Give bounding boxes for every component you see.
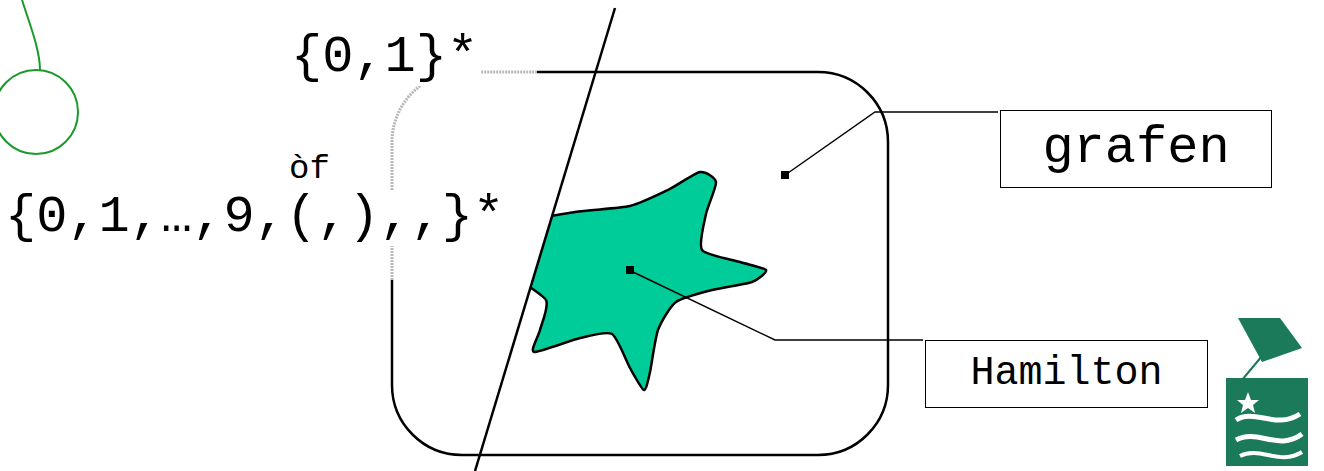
leader-dot <box>626 266 634 274</box>
leader-line <box>633 272 923 340</box>
set-notation: òf <box>286 150 333 188</box>
box-label: grafen <box>1042 123 1229 175</box>
label-box: grafen <box>1000 110 1272 188</box>
figure-head <box>0 70 78 154</box>
box-label: Hamilton <box>970 354 1162 394</box>
hamilton-region <box>509 172 766 390</box>
label-box: Hamilton <box>925 340 1208 408</box>
logo <box>1226 318 1308 466</box>
figure-outline <box>22 0 40 70</box>
leader-line <box>788 112 998 173</box>
graph-set-mask <box>392 72 537 280</box>
graph-set-faded <box>392 72 537 280</box>
leader-dot <box>781 171 789 179</box>
set-notation: {0,1,…,9,(,),,}* <box>2 190 507 246</box>
graph-set <box>392 72 888 455</box>
set-notation: {0,1}* <box>288 30 481 86</box>
